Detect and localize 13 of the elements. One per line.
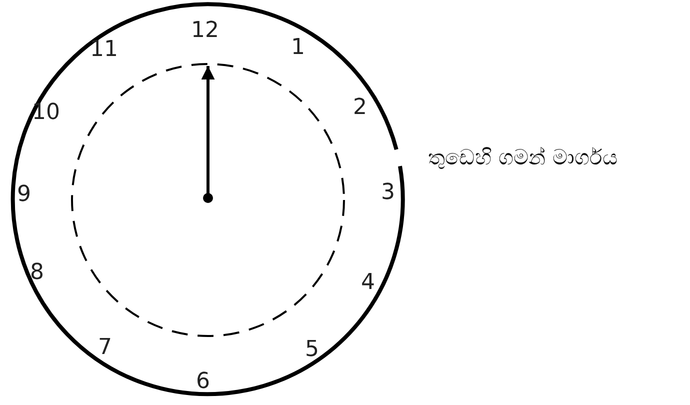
hour-numeral: 10 [32, 102, 60, 124]
path-label: තුඩෙහි ගමන් මාර්ගය [428, 145, 618, 171]
hour-numeral: 8 [30, 262, 44, 284]
hour-numeral: 11 [90, 39, 118, 61]
hour-numeral: 4 [361, 272, 375, 294]
hour-numeral: 12 [191, 20, 219, 42]
hour-numeral: 9 [17, 184, 31, 206]
hour-numeral: 7 [98, 337, 112, 359]
hour-numeral: 3 [381, 182, 395, 204]
hour-numeral: 1 [291, 37, 305, 59]
hour-numeral: 5 [305, 339, 319, 361]
hour-numeral: 2 [353, 97, 367, 119]
hour-numeral: 6 [196, 371, 210, 393]
